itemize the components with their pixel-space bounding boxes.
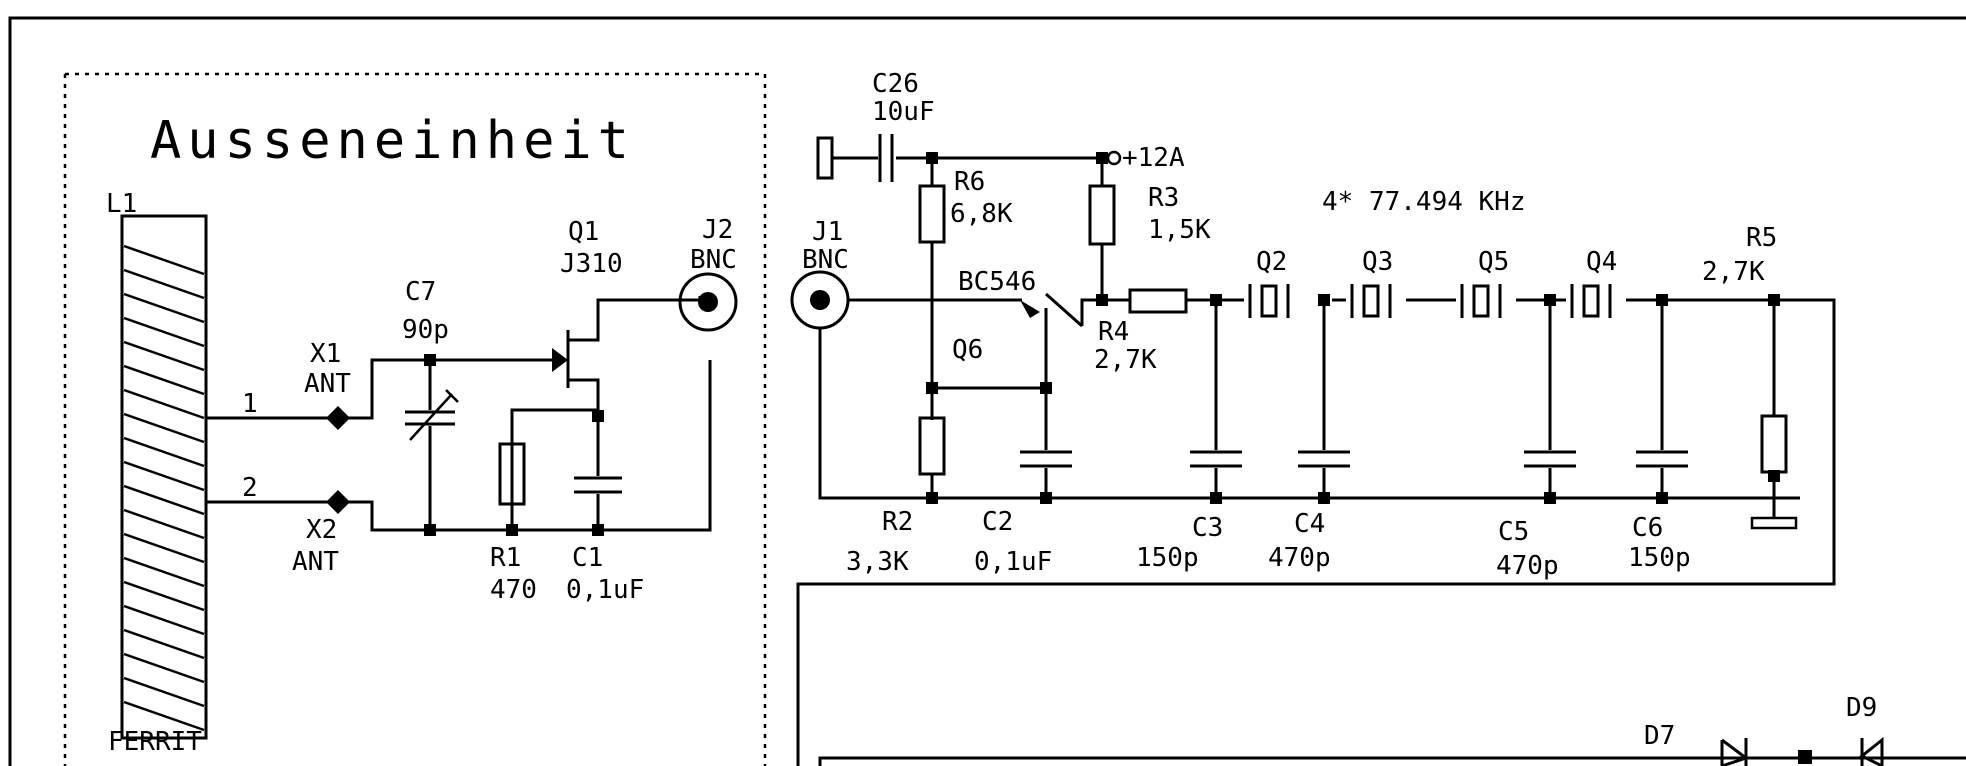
- crystal-q5: [1456, 284, 1516, 318]
- c2-value: 0,1uF: [974, 547, 1052, 577]
- frequency-heading: 4* 77.494 KHz: [1322, 187, 1526, 217]
- pin-1-label: 1: [242, 389, 258, 419]
- c6-value: 150p: [1628, 543, 1691, 573]
- c3-label: C3: [1192, 513, 1223, 543]
- c5-value: 470p: [1496, 551, 1559, 581]
- resistor-r3: [1088, 184, 1116, 246]
- r6-label: R6: [954, 167, 985, 197]
- j2-type: BNC: [690, 245, 737, 275]
- r3-value: 1,5K: [1148, 215, 1211, 245]
- d9-label: D9: [1846, 693, 1877, 723]
- capacitor-c2: [1020, 420, 1072, 498]
- jfet-q1: [552, 296, 702, 416]
- pin-2-label: 2: [242, 473, 258, 503]
- q1-type: J310: [560, 249, 623, 279]
- q1-label: Q1: [568, 217, 599, 247]
- j2-label: J2: [702, 215, 733, 245]
- resistor-r1: [498, 442, 526, 506]
- c7-value: 90p: [402, 315, 449, 345]
- c2-label: C2: [982, 507, 1013, 537]
- bnc-connector-j1: [790, 270, 850, 330]
- x2-label: X2: [306, 515, 337, 545]
- drawing-frame: [8, 16, 1966, 766]
- resistor-r6: [918, 184, 946, 244]
- j1-type: BNC: [802, 245, 849, 275]
- diode-d9: [1859, 736, 1884, 766]
- outdoor-unit-boundary: [63, 72, 767, 766]
- r2-label: R2: [882, 507, 913, 537]
- bnc-connector-j2: [678, 272, 738, 332]
- capacitor-c1: [574, 416, 622, 530]
- c6-label: C6: [1632, 513, 1663, 543]
- r2-value: 3,3K: [846, 547, 909, 577]
- l1-label: L1: [106, 189, 137, 219]
- c5-label: C5: [1498, 517, 1529, 547]
- c3-value: 150p: [1136, 543, 1199, 573]
- q2-label: Q2: [1256, 247, 1287, 277]
- junction-d7-d9: [1798, 750, 1812, 764]
- capacitor-c5: [1524, 294, 1576, 504]
- ferrite-coil-l1: [120, 214, 208, 740]
- crystal-q3: [1346, 284, 1406, 318]
- c7-label: C7: [405, 277, 436, 307]
- r4-label: R4: [1098, 317, 1129, 347]
- x1-ant-label: ANT: [304, 369, 351, 399]
- r5-value: 2,7K: [1702, 257, 1765, 287]
- diode-d7: [1720, 738, 1750, 766]
- crystal-q2: [1244, 284, 1332, 318]
- supply-terminal: [1106, 150, 1122, 166]
- resistor-r2: [918, 416, 946, 476]
- resistor-r4: [1128, 288, 1188, 314]
- r1-label: R1: [490, 543, 521, 573]
- q4-label: Q4: [1586, 247, 1617, 277]
- q3-label: Q3: [1362, 247, 1393, 277]
- c1-label: C1: [572, 543, 603, 573]
- d7-label: D7: [1644, 721, 1675, 751]
- r4-value: 2,7K: [1094, 345, 1157, 375]
- q5-label: Q5: [1478, 247, 1509, 277]
- x1-label: X1: [310, 339, 341, 369]
- section-title: Ausseneinheit: [150, 111, 635, 171]
- q6-label: Q6: [952, 335, 983, 365]
- c1-value: 0,1uF: [566, 575, 644, 605]
- x2-ant-label: ANT: [292, 547, 339, 577]
- capacitor-c3: [1190, 294, 1242, 504]
- c4-label: C4: [1294, 509, 1325, 539]
- ferrit-label: FERRIT: [108, 727, 202, 757]
- c26-value: 10uF: [872, 97, 935, 127]
- crystal-q4: [1566, 284, 1626, 318]
- r5-label: R5: [1746, 223, 1777, 253]
- resistor-r5: [1760, 414, 1788, 474]
- capacitor-c4: [1298, 294, 1350, 504]
- j1-label: J1: [812, 217, 843, 247]
- capacitor-c7: [405, 360, 459, 530]
- c4-value: 470p: [1268, 543, 1331, 573]
- capacitor-c6: [1636, 294, 1688, 504]
- r1-value: 470: [490, 575, 537, 605]
- c26-label: C26: [872, 69, 919, 99]
- transistor-q6: [1020, 292, 1102, 420]
- q6-type: BC546: [958, 267, 1036, 297]
- r3-label: R3: [1148, 183, 1179, 213]
- supply-label: +12A: [1122, 143, 1185, 173]
- r6-value: 6,8K: [950, 199, 1013, 229]
- ground-symbol: [1750, 516, 1798, 530]
